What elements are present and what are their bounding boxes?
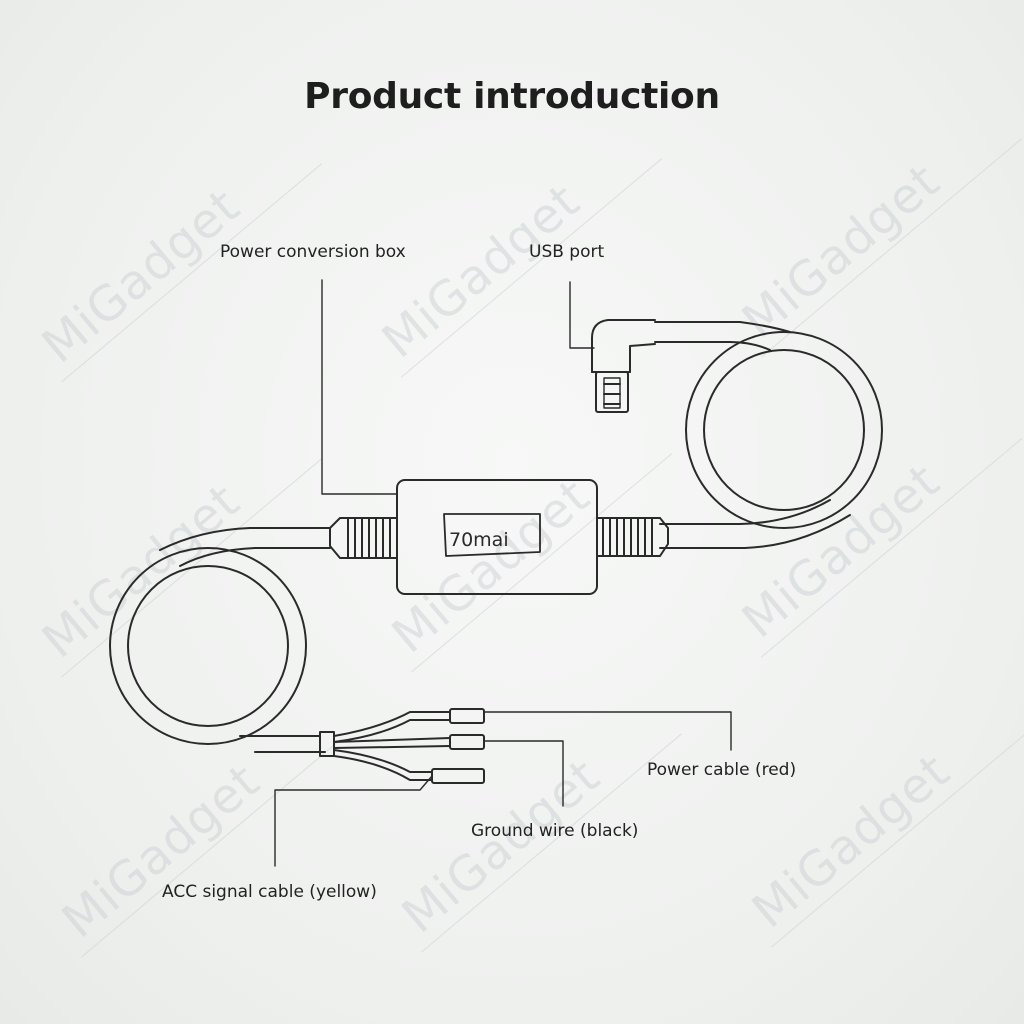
leader-power-box (321, 279, 398, 495)
page-title: Product introduction (304, 76, 720, 117)
left-cable-loop (109, 527, 331, 753)
leader-lines (274, 279, 732, 867)
watermark-text: MiGadget (32, 473, 251, 669)
watermark-text: MiGadget (372, 173, 591, 369)
watermark-text: MiGadget (32, 178, 251, 374)
right-strain-relief (596, 517, 669, 557)
leader-acc-cable (274, 775, 433, 867)
label-ground-wire: Ground wire (black) (471, 821, 639, 841)
watermark-text: MiGadget (732, 153, 951, 349)
watermark-4: MiGadget (32, 458, 323, 678)
left-strain-relief (329, 517, 398, 559)
label-power-conversion-box: Power conversion box (220, 242, 406, 262)
watermark-5: MiGadget (382, 453, 673, 673)
watermark-text: MiGadget (52, 753, 271, 949)
label-acc-signal-cable: ACC signal cable (yellow) (162, 882, 377, 902)
watermark-7: MiGadget (52, 738, 343, 958)
leader-ground-wire (483, 740, 564, 807)
watermark-text: MiGadget (392, 748, 611, 944)
watermark-2: MiGadget (372, 158, 663, 378)
right-cable-loop (654, 321, 883, 549)
watermark-3: MiGadget (732, 138, 1023, 358)
leader-usb-port (569, 281, 595, 349)
watermark-9: MiGadget (742, 728, 1024, 948)
wire-split (319, 708, 485, 784)
leader-power-cable (483, 711, 732, 751)
label-usb-port: USB port (529, 242, 605, 262)
label-power-cable: Power cable (red) (647, 760, 797, 780)
usb-plug (591, 319, 656, 413)
watermark-6: MiGadget (732, 438, 1023, 658)
power-conversion-box (396, 479, 598, 595)
brand-logo-text: 70mai (449, 529, 509, 551)
watermark-text: MiGadget (382, 468, 601, 664)
watermark-text: MiGadget (732, 453, 951, 649)
